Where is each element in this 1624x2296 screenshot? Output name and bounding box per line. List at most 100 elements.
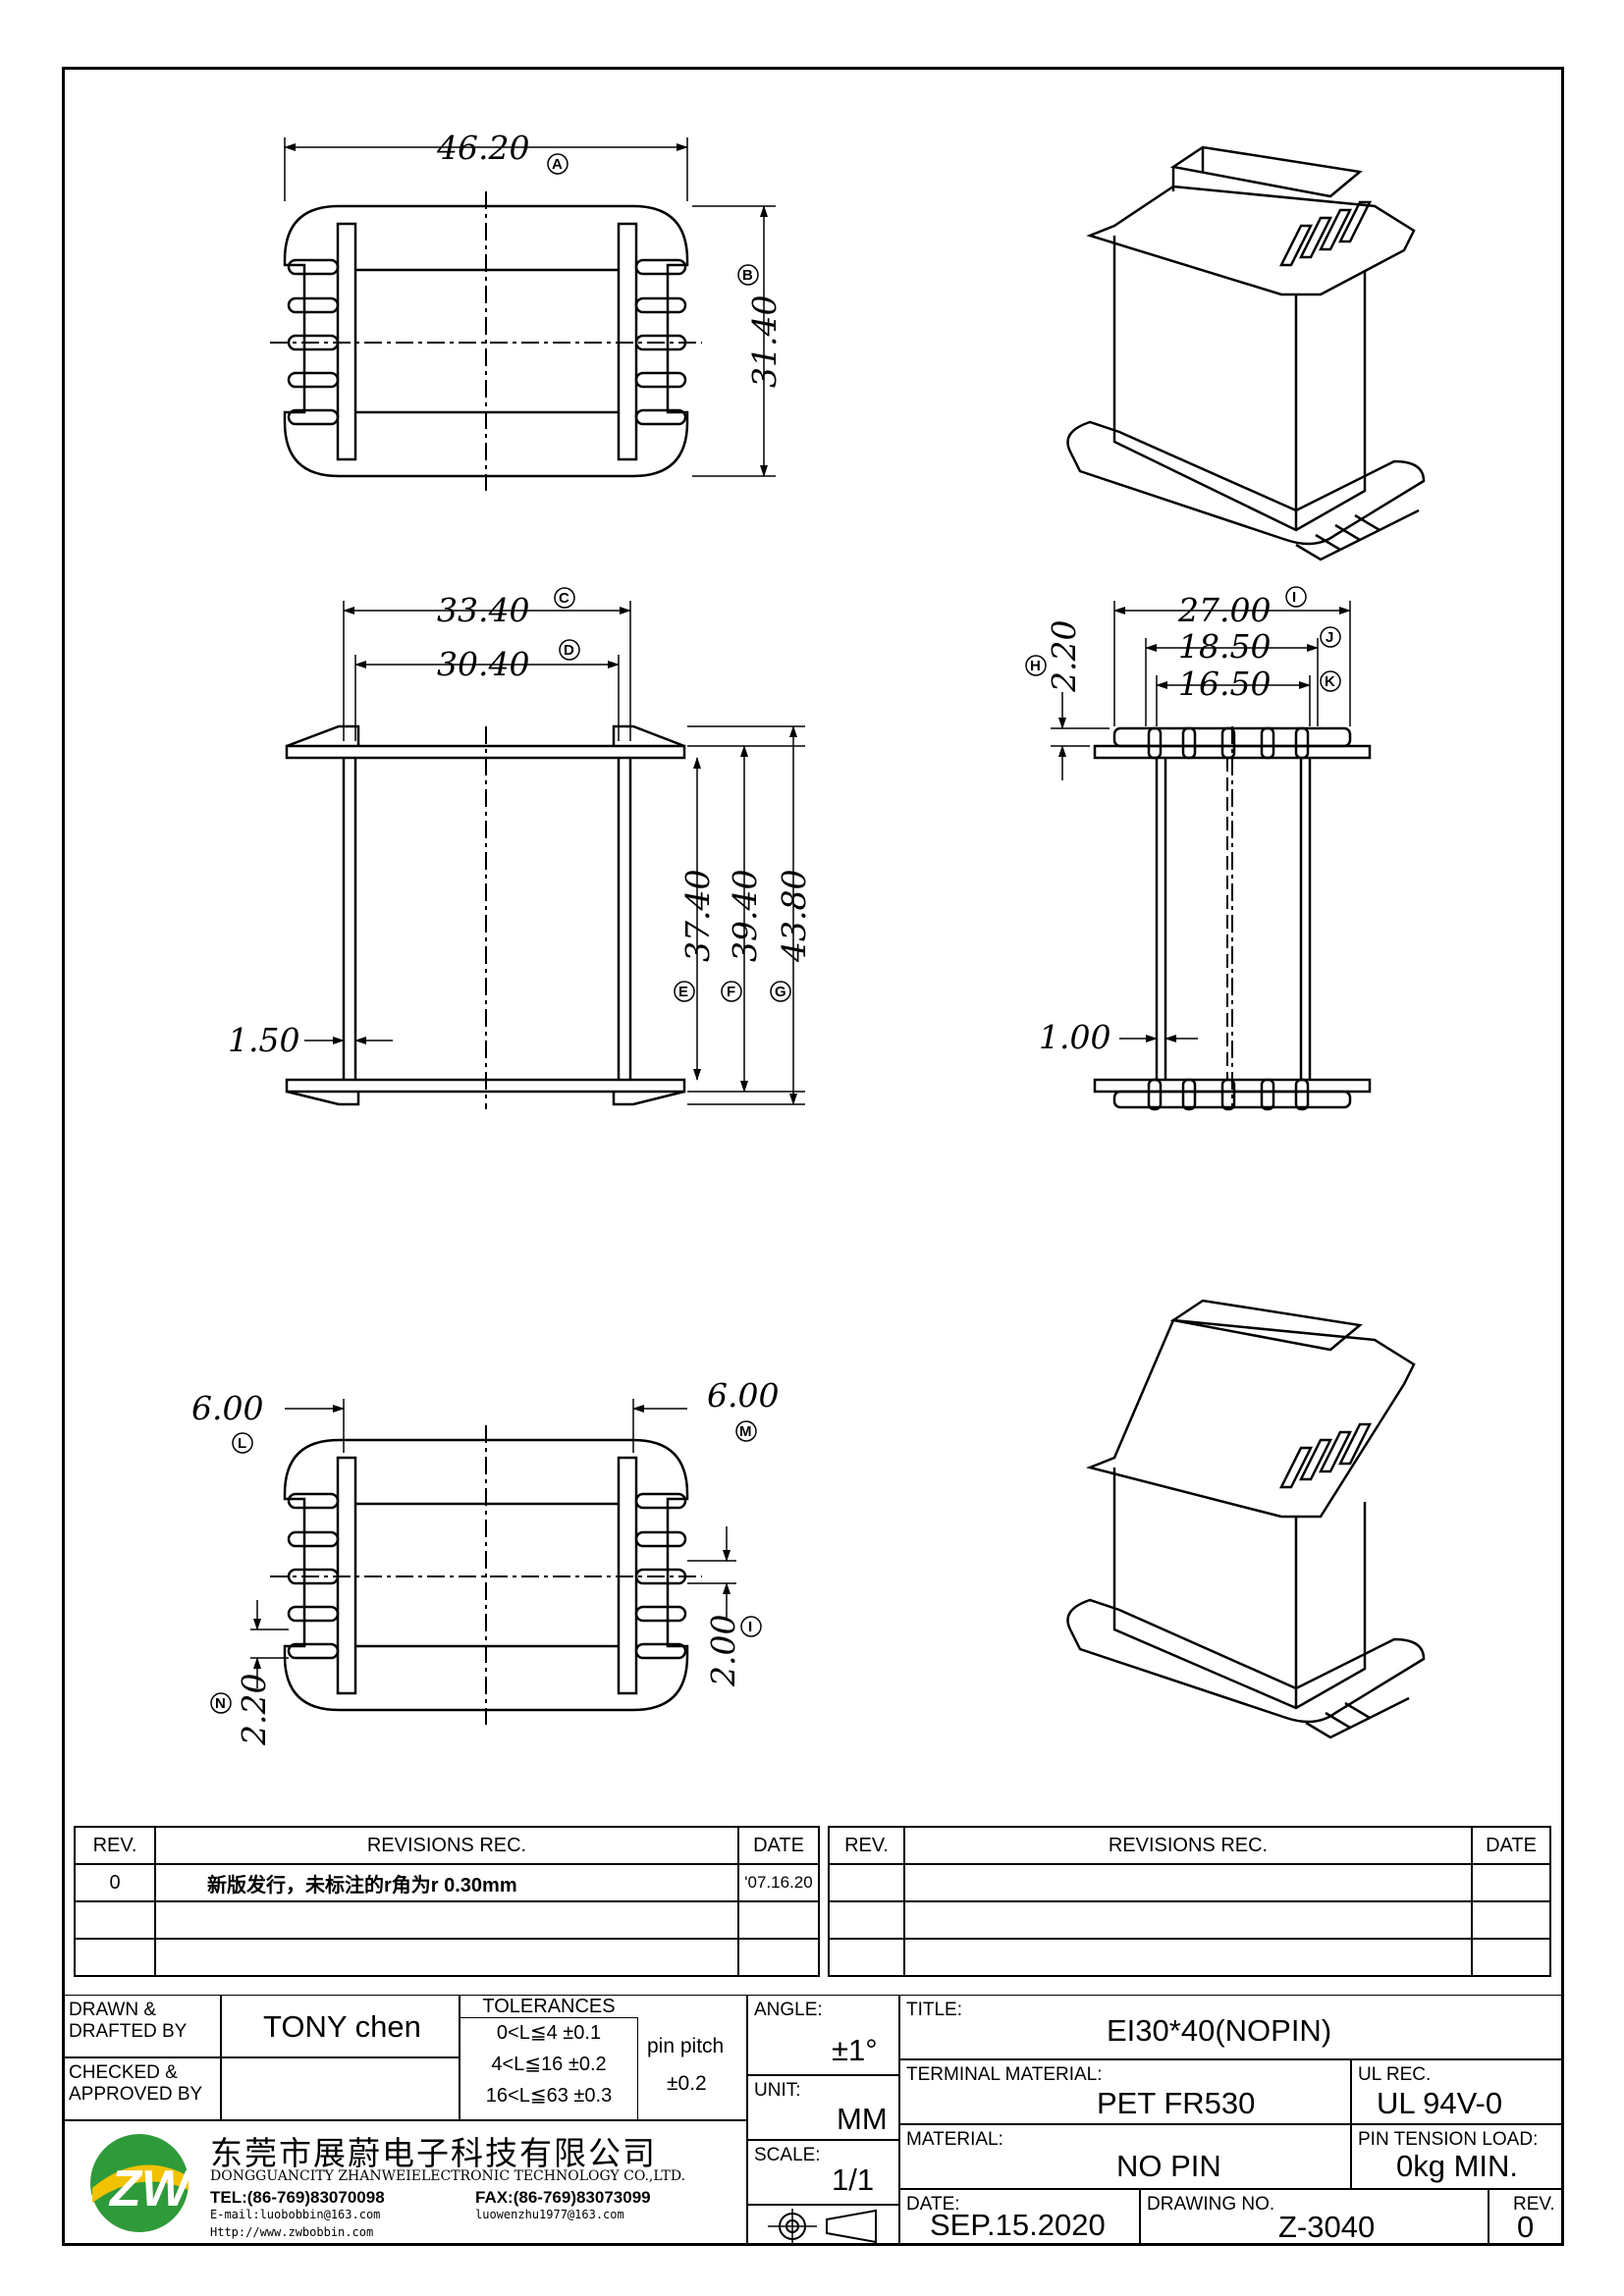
date-label: DATE: (906, 2194, 960, 2215)
unit-cell: UNIT: MM (747, 2075, 899, 2140)
date-header: DATE (737, 1826, 820, 1865)
company-logo-icon: ZW (90, 2134, 193, 2232)
rec-header: REVISIONS REC. (154, 1826, 739, 1865)
dim-k-value: 16.50 (1178, 665, 1271, 703)
svg-text:ZW: ZW (108, 2161, 193, 2217)
company-tel: TEL:(86-769)83070098 (210, 2188, 385, 2207)
pin-tension-cell: PIN TENSION LOAD: 0kg MIN. (1351, 2124, 1564, 2189)
scale-value: 1/1 (832, 2163, 875, 2197)
company-name-en: DONGGUANCITY ZHANWEIELECTRONIC TECHNOLOG… (210, 2168, 686, 2184)
dim-i-tag: I (1292, 589, 1296, 606)
rev-header-2: REV. (828, 1826, 905, 1865)
company-fax: FAX:(86-769)83073099 (475, 2188, 651, 2207)
terminal-value: PET FR530 (1097, 2086, 1256, 2120)
material-cell: MATERIAL: NO PIN (899, 2124, 1351, 2189)
drawn-value-cell: TONY chen (221, 1995, 460, 2057)
pin-pitch-label: pin pitch (647, 2035, 725, 2057)
dim-g-tag: G (775, 984, 786, 1000)
drawn-label: DRAWN & DRAFTED BY (69, 2000, 188, 2042)
drawing-no-value: Z-3040 (1278, 2210, 1376, 2244)
ul-label: UL REC. (1358, 2064, 1432, 2085)
drawn-value: TONY chen (263, 2009, 421, 2044)
tolerances-label: TOLERANCES (460, 1996, 637, 2018)
dim-i2-value: 2.00 (704, 1615, 742, 1687)
front-view (285, 601, 805, 1109)
dim-k-tag: K (1325, 673, 1335, 690)
drawing-frame (62, 67, 1564, 2246)
tolerance-rows: 0<L≦4 ±0.1 4<L≦16 ±0.2 16<L≦63 ±0.3 (460, 2017, 638, 2119)
drawn-label-cell: DRAWN & DRAFTED BY (62, 1995, 221, 2057)
tol-row-1: 0<L≦4 ±0.1 (496, 2022, 602, 2044)
rev-cell: REV. 0 (1489, 2189, 1564, 2246)
checked-value-cell (221, 2057, 460, 2120)
dim-g-value: 43.80 (775, 870, 813, 963)
bottom-view (250, 1399, 736, 1725)
dim-f-tag: F (727, 984, 735, 1000)
material-value: NO PIN (1116, 2149, 1221, 2183)
rec-header-2: REVISIONS REC. (903, 1826, 1473, 1865)
dim-m-value: 6.00 (707, 1376, 779, 1415)
revision-table-left: REV. REVISIONS REC. DATE 0 新版发行，未标注的r角为r… (74, 1826, 820, 1977)
company-email-2: luowenzhu1977@163.com (475, 2208, 624, 2221)
dim-c-tag: C (559, 590, 569, 607)
dim-a-tag: A (552, 156, 563, 173)
rev-label: REV. (1513, 2194, 1555, 2215)
scale-cell: SCALE: 1/1 (747, 2140, 899, 2205)
technical-drawing: 46.20 A 31.40 B 33.40 C 30.40 D 37.40 E … (191, 129, 1426, 1746)
unit-label: UNIT: (754, 2080, 801, 2101)
dim-f-value: 39.40 (726, 870, 764, 962)
terminal-cell: TERMINAL MATERIAL: PET FR530 (899, 2059, 1351, 2124)
dim-n-tag: N (215, 1695, 226, 1712)
company-email: E-mail:luobobbin@163.com (210, 2208, 381, 2221)
rev-row-date: '07.16.20 (737, 1863, 820, 1902)
title-label: TITLE: (906, 2000, 963, 2020)
dim-j-tag: J (1326, 629, 1333, 646)
projection-symbol-icon (768, 2209, 877, 2244)
rev-row-value: 0 (74, 1863, 156, 1902)
dim-b-value: 31.40 (745, 295, 784, 388)
title-value: EI30*40(NOPIN) (1107, 2013, 1332, 2048)
dim-m-tag: M (739, 1423, 752, 1440)
revision-table-right: REV. REVISIONS REC. DATE (828, 1826, 1551, 1977)
title-block: DRAWN & DRAFTED BY TONY chen CHECKED & A… (62, 1995, 1564, 2246)
pin-tension-value: 0kg MIN. (1396, 2149, 1519, 2183)
date-header-2: DATE (1471, 1826, 1551, 1865)
dim-wall-front-value: 1.50 (228, 1021, 299, 1059)
tol-row-3: 16<L≦63 ±0.3 (485, 2085, 613, 2107)
pin-tension-label: PIN TENSION LOAD: (1358, 2129, 1539, 2150)
dim-d-value: 30.40 (437, 645, 529, 683)
checked-label: CHECKED & APPROVED BY (69, 2062, 203, 2105)
checked-label-cell: CHECKED & APPROVED BY (62, 2057, 221, 2120)
drawing-no-cell: DRAWING NO. Z-3040 (1140, 2189, 1489, 2246)
dimension-labels: 46.20 A 31.40 B 33.40 C 30.40 D 37.40 E … (191, 129, 1341, 1746)
dim-wall-side-value: 1.00 (1039, 1018, 1110, 1056)
company-web: Http://www.zwbobbin.com (210, 2225, 374, 2239)
rev-value: 0 (1517, 2210, 1535, 2244)
company-name-cn: 东莞市展蔚电子科技有限公司 (210, 2134, 657, 2172)
dim-h-value: 2.20 (1045, 620, 1083, 693)
dim-h-tag: H (1030, 658, 1041, 674)
dim-l-value: 6.00 (191, 1389, 263, 1427)
dim-e-value: 37.40 (678, 870, 717, 962)
pin-pitch-value: ±0.2 (667, 2072, 707, 2095)
terminal-label: TERMINAL MATERIAL: (906, 2064, 1103, 2085)
dim-d-tag: D (564, 642, 574, 659)
dim-n-value: 2.20 (235, 1674, 273, 1746)
isometric-view-bottom (1066, 1299, 1426, 1739)
side-view (1051, 601, 1372, 1111)
unit-value: MM (837, 2102, 888, 2136)
dim-e-tag: E (678, 984, 688, 1000)
scale-label: SCALE: (754, 2145, 821, 2165)
tol-row-2: 4<L≦16 ±0.2 (491, 2054, 607, 2075)
top-view (270, 137, 776, 491)
isometric-view-top (1066, 145, 1426, 561)
ul-value: UL 94V-0 (1377, 2086, 1503, 2120)
dim-i2-tag: I (748, 1619, 752, 1635)
dim-j-value: 18.50 (1178, 627, 1271, 666)
dim-c-value: 33.40 (437, 591, 529, 629)
rev-header: REV. (74, 1826, 156, 1865)
material-label: MATERIAL: (906, 2129, 1003, 2150)
company-cell: ZW 东莞市展蔚电子科技有限公司 DONGGUANCITY ZHANWEIELE… (62, 2120, 747, 2246)
projection-symbol-cell (747, 2205, 899, 2246)
angle-value: ±1° (832, 2033, 878, 2067)
